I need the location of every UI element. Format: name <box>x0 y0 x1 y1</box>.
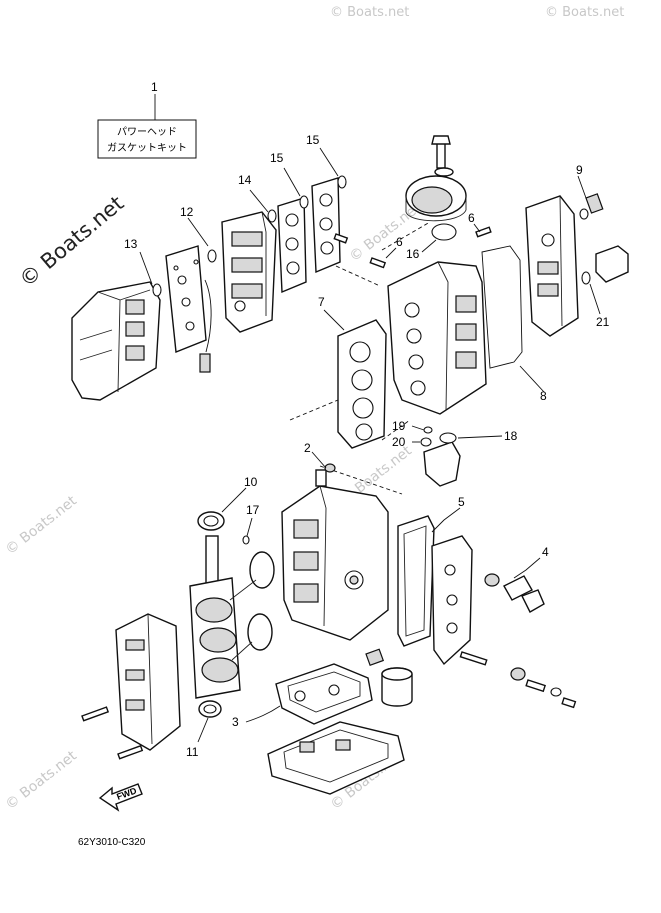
diagram-code: 62Y3010-C320 <box>78 837 146 848</box>
oring-13 <box>152 283 162 297</box>
leader-lines <box>139 94 601 743</box>
callout-4: 4 <box>542 545 549 559</box>
crankcase-block <box>281 469 389 641</box>
bolt-6b <box>333 233 387 269</box>
head-side-cover <box>525 195 579 337</box>
kit-label-line1: パワーヘッド <box>117 126 177 138</box>
seal-8 <box>481 245 523 369</box>
sensor-9 <box>579 193 604 220</box>
callout-6a: 6 <box>468 211 475 225</box>
callout-20: 20 <box>392 435 406 449</box>
crankshaft <box>189 535 241 699</box>
callout-13: 13 <box>124 237 138 251</box>
oring-16 <box>431 223 457 241</box>
callout-14: 14 <box>238 173 252 187</box>
head-cover <box>71 281 161 401</box>
watermark-top-right: © Boats.net <box>545 5 624 20</box>
intake-valve-block <box>221 211 277 333</box>
watermark-bottom-left: © Boats.net <box>3 748 81 814</box>
oil-filter <box>365 648 413 707</box>
callout-19: 19 <box>392 419 406 433</box>
gasket-plate-with-wire <box>165 245 212 373</box>
pin-17 <box>242 535 250 545</box>
cylinder-head <box>387 261 487 415</box>
oil-pan-base <box>267 721 405 795</box>
oring-15b <box>337 175 347 189</box>
callout-5: 5 <box>458 495 465 509</box>
callout-6b: 6 <box>396 235 403 249</box>
oring-15a <box>299 195 309 209</box>
kit-label-line2: ガスケットキット <box>107 142 187 154</box>
fwd-arrow: FWD <box>98 783 143 812</box>
bolt-6a <box>475 226 492 238</box>
gasket-3 <box>275 663 373 725</box>
callout-21: 21 <box>596 315 610 329</box>
pistons <box>229 551 275 661</box>
callout-1: 1 <box>151 80 158 94</box>
gasket-15-right <box>311 177 341 274</box>
water-outlet <box>420 426 461 487</box>
callout-16: 16 <box>406 247 420 261</box>
callout-2: 2 <box>304 441 311 455</box>
sensor-21 <box>581 245 629 285</box>
callout-15b: 15 <box>306 133 320 147</box>
callout-12: 12 <box>180 205 194 219</box>
callout-7: 7 <box>318 295 325 309</box>
side-plate <box>431 535 473 666</box>
callout-11: 11 <box>186 745 199 759</box>
callout-15a: 15 <box>270 151 284 165</box>
nut-2 <box>324 463 336 473</box>
gasket-kit-label: パワーヘッド ガスケットキット <box>97 119 197 159</box>
gasket-15-left <box>277 197 307 294</box>
callout-8: 8 <box>540 389 547 403</box>
watermark-mid-2: © Boats.net <box>3 493 81 559</box>
crankcase-half <box>81 613 181 760</box>
gasket-5 <box>397 515 435 647</box>
callout-18: 18 <box>504 429 518 443</box>
flywheel-gear <box>405 135 467 222</box>
callout-9: 9 <box>576 163 583 177</box>
oring-14 <box>267 209 277 223</box>
callout-10: 10 <box>244 475 258 489</box>
callout-labels: 1 2 3 4 5 6 6 7 8 9 10 11 12 13 14 15 15… <box>124 80 610 759</box>
watermark-large: © Boats.net <box>15 191 129 292</box>
thermostat-4 <box>484 573 545 613</box>
bolt-hardware <box>459 651 577 709</box>
head-gasket <box>337 319 387 449</box>
callout-3: 3 <box>232 715 239 729</box>
callout-17: 17 <box>246 503 260 517</box>
watermark-top: © Boats.net <box>330 5 409 20</box>
oring-12 <box>207 249 217 263</box>
